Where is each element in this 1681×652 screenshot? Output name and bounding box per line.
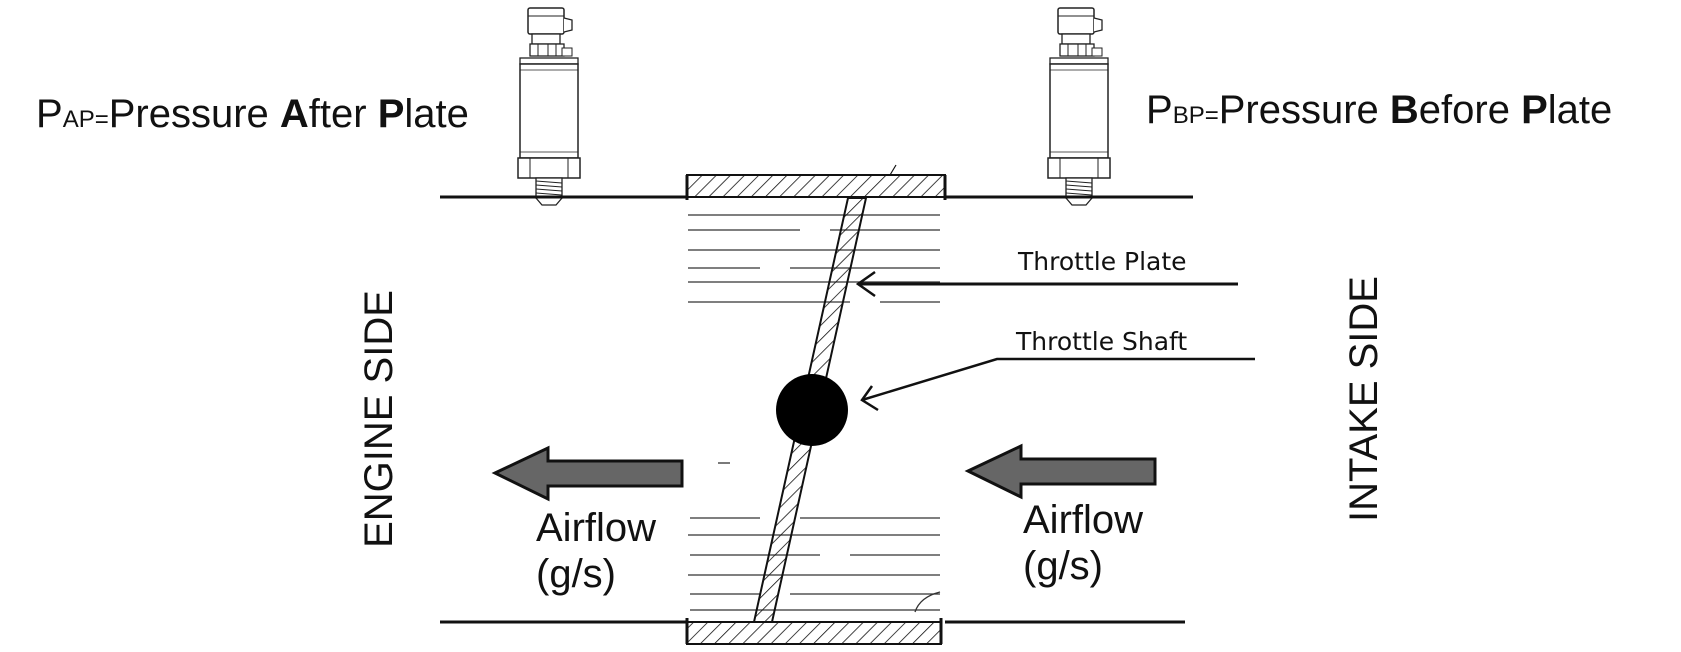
throttle-shaft-leader [861, 357, 1255, 402]
pressure-after-plate-label: PAP=Pressure After Plate [36, 92, 469, 136]
pressure-before-plate-label: PBP=Pressure Before Plate [1146, 88, 1613, 132]
airflow-arrow-left-icon [491, 445, 684, 502]
engine-side-label: ENGINE SIDE [357, 290, 401, 548]
airflow-arrow-right-icon [964, 443, 1157, 500]
airflow-left-label: Airflow (g/s) [536, 506, 657, 596]
top-housing-flange [686, 174, 946, 198]
pressure-sensor-before-plate-icon [1047, 7, 1111, 206]
intake-side-label: INTAKE SIDE [1342, 276, 1386, 522]
bottom-housing-flange [686, 621, 942, 645]
throttle-plate-label: Throttle Plate [1018, 247, 1187, 276]
throttle-shaft-label: Throttle Shaft [1016, 327, 1188, 356]
airflow-right-label: Airflow (g/s) [1023, 498, 1144, 588]
throttle-shaft [776, 374, 848, 446]
bore-shading [688, 214, 941, 613]
pressure-sensor-after-plate-icon [517, 7, 581, 206]
